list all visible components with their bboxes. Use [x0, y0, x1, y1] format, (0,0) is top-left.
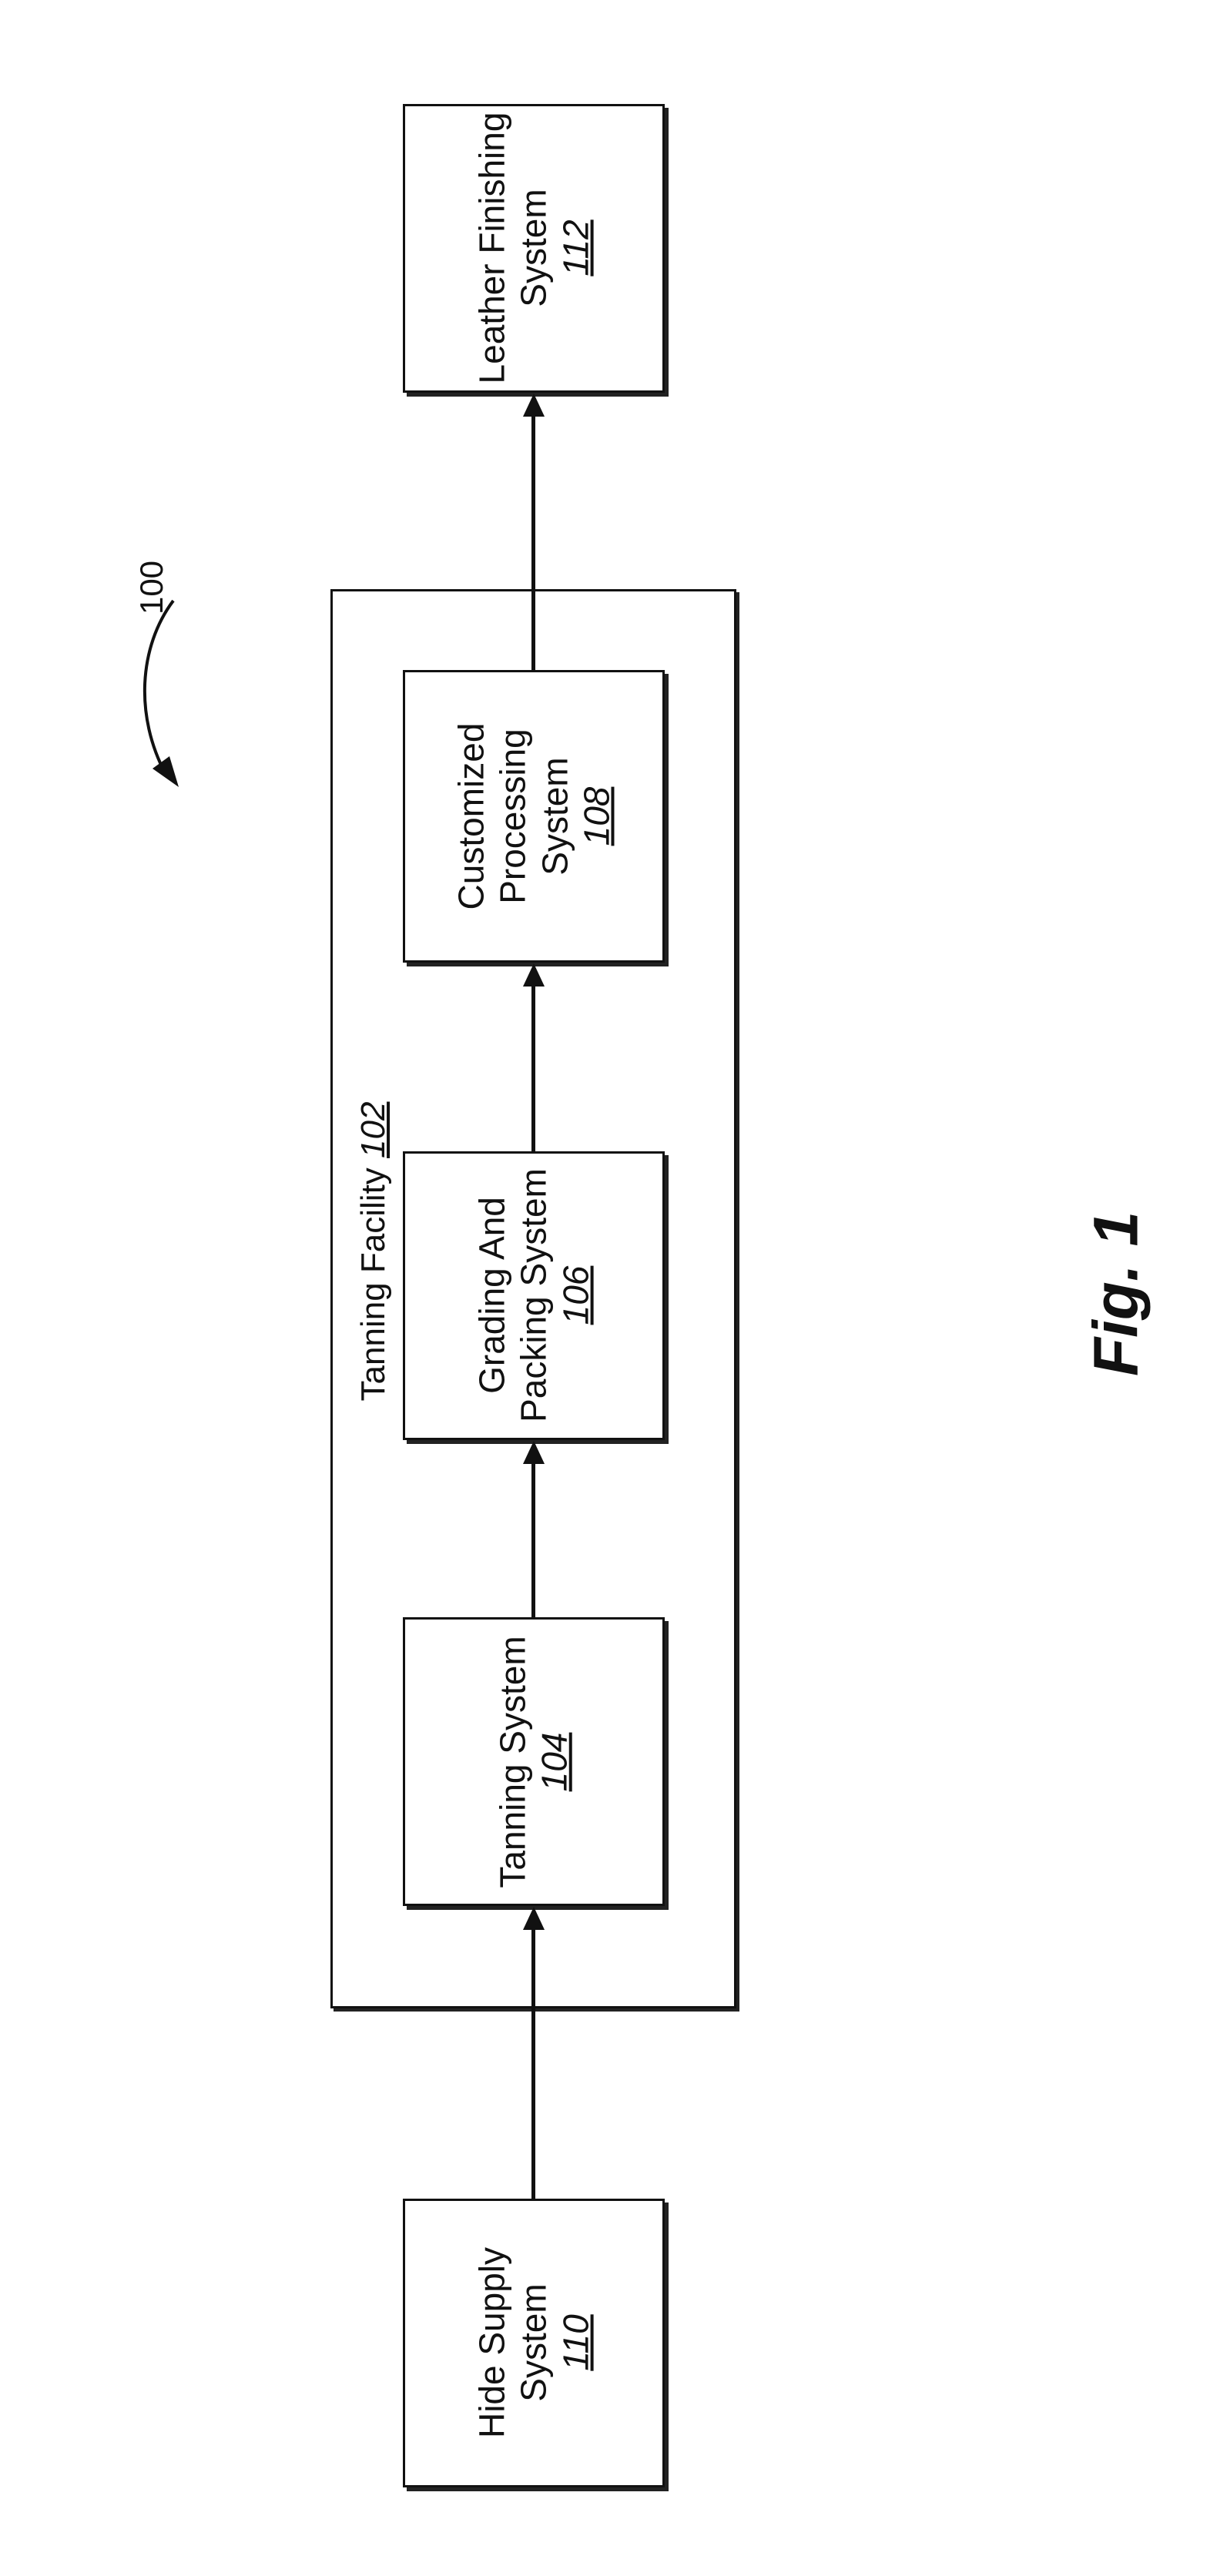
customized-line3: System	[534, 723, 575, 910]
grading-line1: Grading And	[471, 1168, 513, 1422]
hide-supply-line1: Hide Supply	[471, 2247, 513, 2438]
reference-100-text: 100	[133, 561, 169, 615]
hide-supply-line2: System	[513, 2247, 555, 2438]
reference-100-label: 100	[132, 561, 171, 615]
customized-number: 108	[575, 723, 617, 910]
arrow-tanning-to-grading-line	[531, 1462, 535, 1617]
leather-line1: Leather Finishing	[471, 112, 513, 384]
figure-caption: Fig. 1	[1080, 1211, 1155, 1376]
grading-packing-system-label: Grading And Packing System 106	[471, 1168, 597, 1422]
customized-processing-system-label: Customized Processing System 108	[450, 723, 617, 910]
leather-number: 112	[555, 112, 596, 384]
leather-finishing-system-label: Leather Finishing System 112	[471, 112, 597, 384]
tanning-facility-number: 102	[354, 1102, 392, 1158]
arrow-hide-to-tanning-head	[523, 1907, 545, 1930]
leather-line2: System	[513, 112, 555, 384]
customized-line1: Customized	[450, 723, 491, 910]
arrow-customized-to-leather-line	[531, 414, 535, 670]
arrow-grading-to-customized-line	[531, 984, 535, 1151]
arrow-grading-to-customized-head	[523, 963, 545, 987]
figure-caption-text: Fig. 1	[1081, 1211, 1152, 1376]
arrow-tanning-to-grading-head	[523, 1441, 545, 1464]
arrow-customized-to-leather-head	[523, 394, 545, 417]
tanning-line1: Tanning System	[492, 1636, 534, 1888]
hide-supply-number: 110	[555, 2247, 596, 2438]
tanning-system-label: Tanning System 104	[492, 1636, 576, 1888]
tanning-facility-text: Tanning Facility	[354, 1167, 392, 1401]
customized-line2: Processing	[492, 723, 534, 910]
tanning-facility-label: Tanning Facility 102	[354, 1102, 394, 1402]
arrow-hide-to-tanning-line	[531, 1928, 535, 2199]
hide-supply-system-label: Hide Supply System 110	[471, 2247, 597, 2438]
tanning-number: 104	[534, 1636, 575, 1888]
grading-number: 106	[555, 1168, 596, 1422]
grading-line2: Packing System	[513, 1168, 555, 1422]
